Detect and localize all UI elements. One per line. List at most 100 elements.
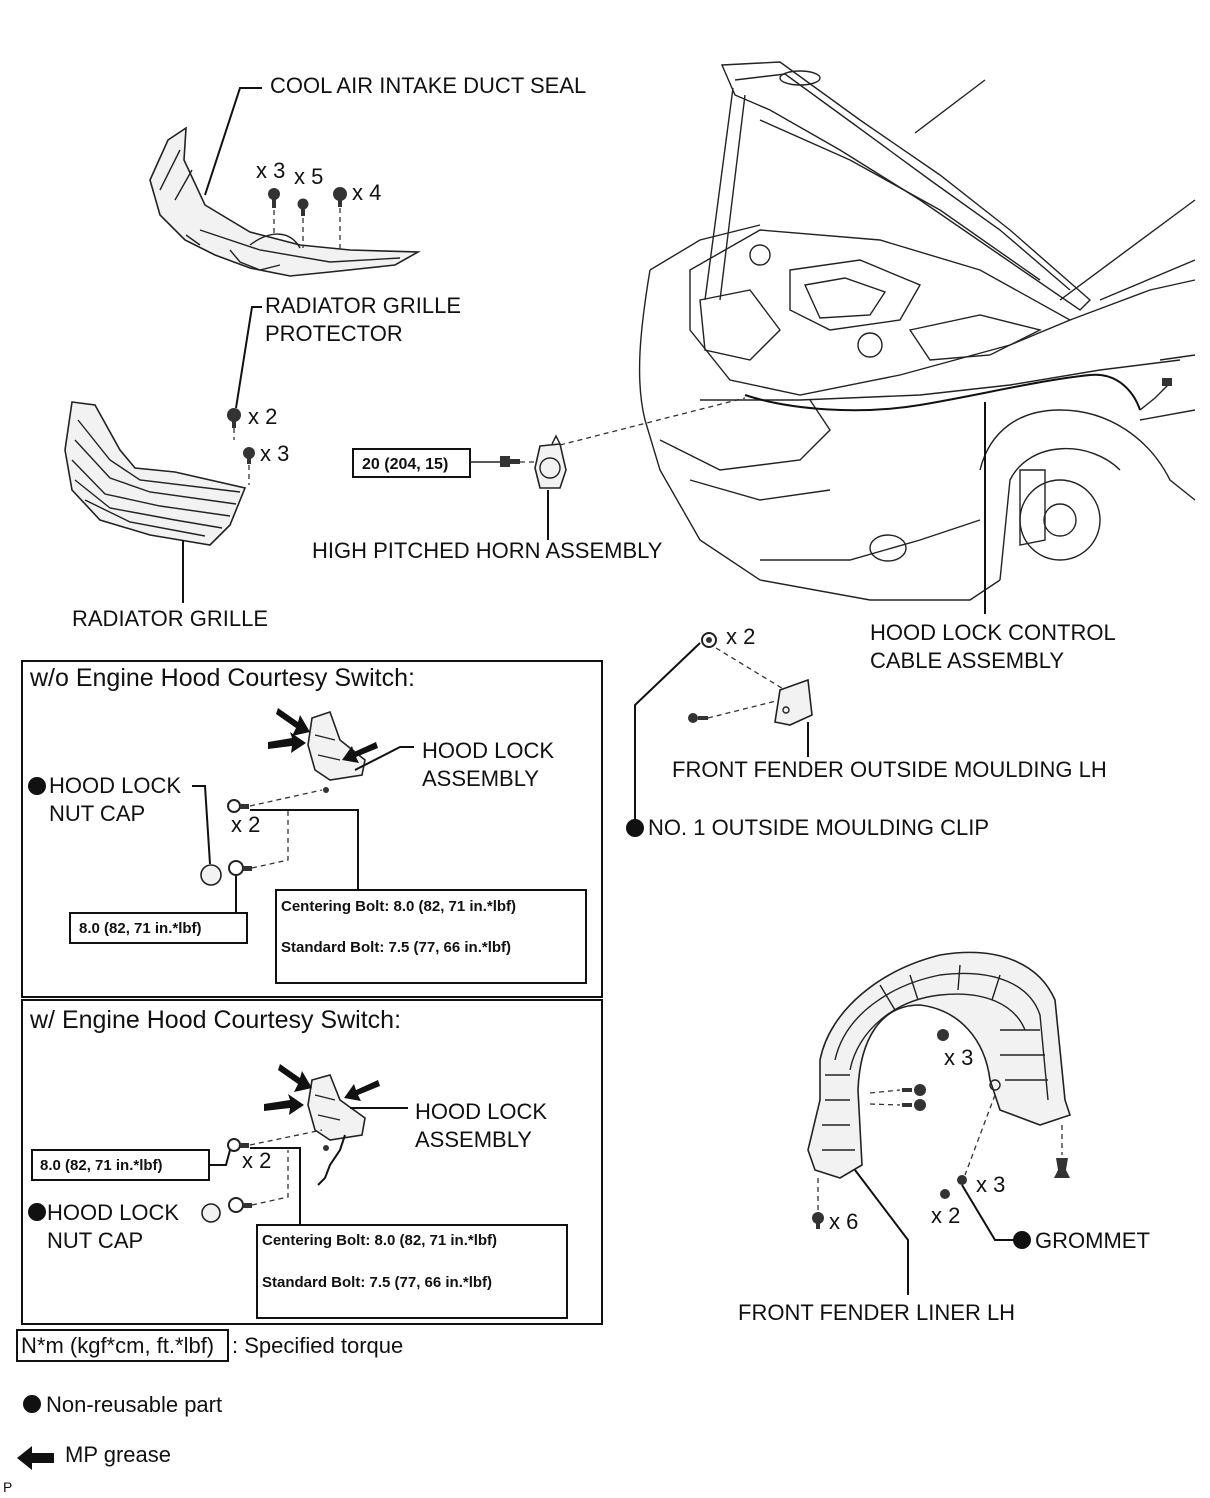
box2-bolt-spec-box [256,1224,568,1319]
nonreusable-dot-moulding-clip [626,819,644,837]
horn-label: HIGH PITCHED HORN ASSEMBLY [312,538,663,563]
liner-clip-top [937,1029,949,1041]
front-fender-liner-drawing [807,951,1072,1179]
box1-bolt-spec-box [275,889,587,984]
vehicle-drawing [638,61,1196,601]
liner-grommet-dash [964,1094,996,1176]
box2-torque-box [31,1149,210,1181]
leader-box2-bolt-spec [250,1147,301,1225]
legend-nonreusable-dot [23,1395,41,1413]
box2-qty-x2: x 2 [242,1148,271,1173]
box2-bolt-upper [227,1138,249,1152]
legend-grease-text: MP grease [65,1442,171,1467]
box2-nut-cap-label-2: NUT CAP [47,1228,143,1253]
box2-hood-lock-label-2: ASSEMBLY [415,1127,532,1152]
fender-liner-label: FRONT FENDER LINER LH [738,1300,1015,1325]
seal-clip-b [297,198,309,248]
moulding-clip-upper [701,632,717,648]
box1-grease-arrow-b [268,732,306,753]
box2-grease-arrow-c [344,1080,380,1101]
liner-bolt-a [902,1084,926,1096]
box2-bolt-dash-b [251,1150,289,1206]
seal-clip-a [268,188,280,235]
grille-protector-label-1: RADIATOR GRILLE [265,293,461,318]
box1-qty-x2: x 2 [231,812,260,837]
legend-torque-box [16,1329,229,1362]
box1-centering-bolt: Centering Bolt: 8.0 (82, 71 in.*lbf) [281,898,516,915]
grommet-label: GROMMET [1035,1228,1150,1253]
legend-torque-unit: N*m (kgf*cm, ft.*lbf) [21,1333,214,1358]
horn-bolt [500,456,520,467]
hood-cable-label-1: HOOD LOCK CONTROL [870,620,1116,645]
grille-qty-x3: x 3 [260,441,289,466]
liner-qty-x2: x 2 [931,1203,960,1228]
box1-standard-bolt: Standard Bolt: 7.5 (77, 66 in.*lbf) [281,939,511,956]
page-marker: P [3,1479,12,1495]
box2-bolt-lower [228,1197,252,1213]
leader-box1-bolt-spec [250,809,359,890]
liner-bolt-dash-b [869,1103,901,1106]
box2-centering-bolt: Centering Bolt: 8.0 (82, 71 in.*lbf) [262,1232,497,1249]
moulding-label: FRONT FENDER OUTSIDE MOULDING LH [672,757,1107,782]
box1-bolt-lower [228,860,252,876]
grille-clip-a [227,408,241,440]
liner-qty-x3-a: x 3 [944,1045,973,1070]
hood-cable-label-2: CABLE ASSEMBLY [870,648,1064,673]
seal-qty-x3: x 3 [256,158,285,183]
seal-qty-x5: x 5 [294,164,323,189]
box2-bolt-dash-a [249,1129,323,1146]
nonreusable-dot-grommet [1013,1231,1031,1249]
box2-standard-bolt: Standard Bolt: 7.5 (77, 66 in.*lbf) [262,1274,492,1291]
leader-moulding-clip [634,642,701,820]
box1-torque-value: 8.0 (82, 71 in.*lbf) [79,920,202,937]
box1-bolt-dash-b [251,810,289,869]
legend-grease-arrow-icon [17,1446,54,1470]
box2-torque-value: 8.0 (82, 71 in.*lbf) [40,1157,163,1174]
box1-grease-arrow-c [342,742,378,763]
cool-air-intake-duct-seal-drawing [149,126,421,277]
moulding-qty-x2: x 2 [726,624,755,649]
leader-cool-air-seal [204,87,262,196]
horn-torque-value: 20 (204, 15) [362,456,448,473]
liner-qty-x3-b: x 3 [976,1172,1005,1197]
box1-hood-lock-label-2: ASSEMBLY [422,766,539,791]
box1-nut-cap-label-2: NUT CAP [49,801,145,826]
box2-grease-arrow-a [278,1064,312,1092]
grille-clip-b [243,447,255,485]
seal-qty-x4: x 4 [352,180,381,205]
box1-nonreusable-dot [28,777,46,795]
leader-grille-protector [235,306,262,409]
box1-nut-cap-drawing [200,864,222,886]
liner-qty-x6: x 6 [829,1209,858,1234]
legend-torque-desc: : Specified torque [232,1333,403,1358]
leader-grommet [961,1184,1015,1241]
box1-bolt-upper [227,799,249,813]
radiator-grille-label: RADIATOR GRILLE [72,606,268,631]
leader-liner [854,1169,909,1295]
legend-nonreusable-text: Non-reusable part [46,1392,222,1417]
liner-bolt-dash-a [869,1089,901,1094]
liner-screw-bottom [812,1212,824,1229]
leader-box1-hood-lock [354,746,414,771]
box2-grease-arrow-b [264,1094,304,1115]
moulding-clip-dash-b [707,699,781,719]
moulding-clip-label: NO. 1 OUTSIDE MOULDING CLIP [648,815,989,840]
grille-protector-label-2: PROTECTOR [265,321,403,346]
box1-torque-box [69,912,248,944]
liner-clip-right [1054,1158,1070,1178]
radiator-grille-drawing [64,401,247,546]
box2-nonreusable-dot [28,1203,46,1221]
box2-hood-lock-label-1: HOOD LOCK [415,1099,547,1124]
seal-clip-c [333,187,347,252]
box2-nut-cap-drawing [201,1203,221,1223]
leader-box1-nut-cap [192,785,211,865]
cool-air-intake-duct-seal-label: COOL AIR INTAKE DUCT SEAL [270,73,586,98]
box1-title: w/o Engine Hood Courtesy Switch: [29,664,415,692]
moulding-screw [688,713,708,723]
box1-hood-lock-drawing [307,710,366,793]
horn-location-dash [559,397,746,446]
box1-bolt-dash-a [249,789,323,807]
box2-title: w/ Engine Hood Courtesy Switch: [29,1006,401,1034]
horn-drawing [534,434,567,489]
